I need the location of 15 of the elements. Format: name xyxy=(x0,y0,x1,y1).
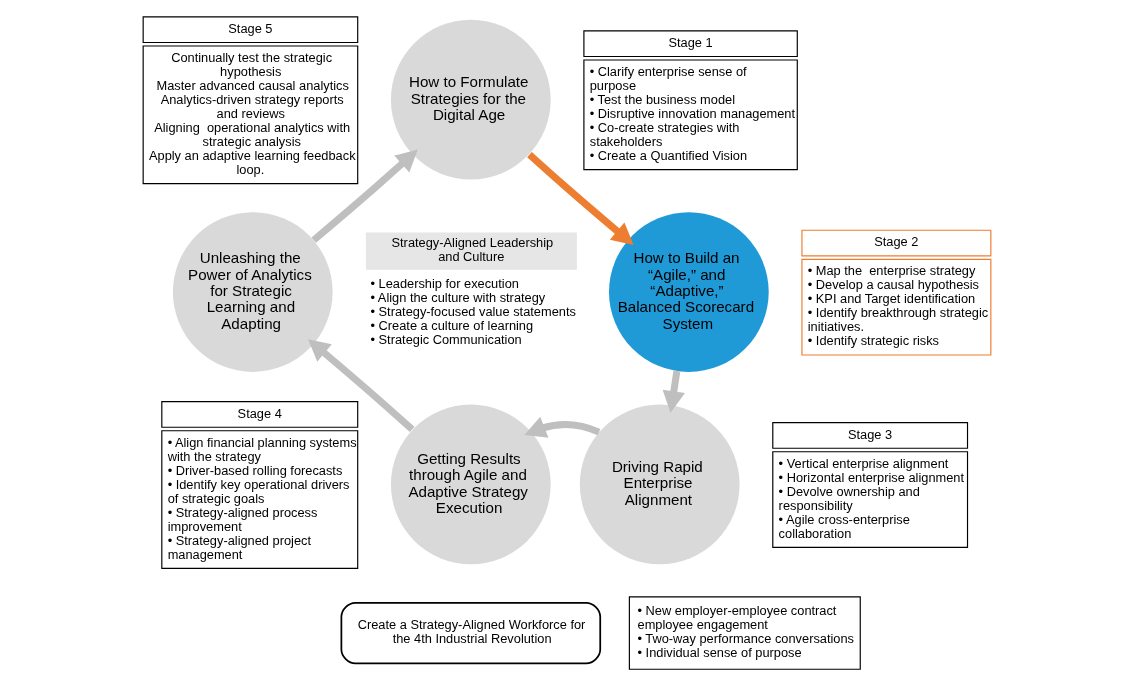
arrow xyxy=(524,416,601,438)
node-label: • Leadership for execution xyxy=(370,276,519,292)
node-label: • Strategy-focused value statements xyxy=(370,304,576,320)
arrow xyxy=(662,370,685,413)
node-circle: Driving Rapid Enterprise Alignment xyxy=(579,404,740,565)
node-box: • New employer-employee contract employee engagement • Two-way performance conversations • Individual sense of purpose xyxy=(628,596,861,670)
node-label: • Align the culture with strategy xyxy=(370,290,546,306)
node-label: • Create a culture of learning xyxy=(370,318,534,334)
node-circle: How to Formulate Strategies for the Digital Age xyxy=(390,19,551,180)
arrow xyxy=(527,152,634,245)
arrow xyxy=(311,149,418,243)
node-box: Strategy-Aligned Leadership and Culture xyxy=(365,232,577,270)
node-label: • Strategic Communication xyxy=(370,332,522,348)
arrow xyxy=(308,339,415,433)
node-box: Create a Strategy-Aligned Workforce for the 4th Industrial Revolution xyxy=(340,601,602,665)
